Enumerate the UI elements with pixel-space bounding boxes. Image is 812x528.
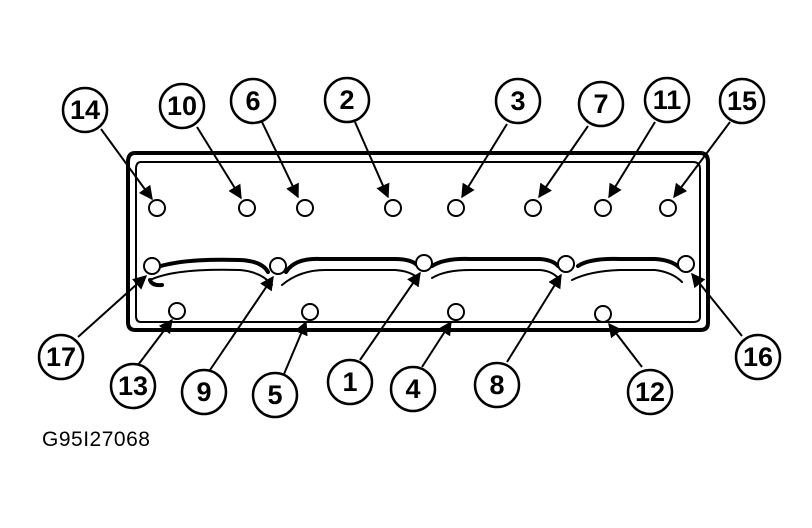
- bolt-hole-9: [269, 257, 287, 275]
- leader-arrow-2: [354, 121, 390, 199]
- callout-6: 6: [229, 77, 277, 125]
- callout-13: 13: [109, 362, 157, 410]
- bolt-hole-8: [557, 255, 575, 273]
- bolt-hole-3: [447, 199, 465, 217]
- callout-16: 16: [734, 333, 782, 381]
- leader-arrow-16: [691, 272, 743, 337]
- svg-text:11: 11: [653, 85, 682, 115]
- bolt-hole-1: [415, 254, 433, 272]
- leader-arrow-4: [421, 320, 452, 368]
- callout-14: 14: [61, 86, 109, 134]
- svg-text:10: 10: [167, 91, 197, 121]
- bolt-hole-12: [594, 305, 612, 323]
- leader-arrow-10: [196, 126, 242, 200]
- leader-arrows: [77, 121, 743, 375]
- bolt-hole-5: [301, 303, 319, 321]
- callout-15: 15: [718, 77, 766, 125]
- callout-4: 4: [389, 365, 437, 413]
- callout-8: 8: [473, 361, 521, 409]
- bolt-hole-7: [524, 199, 542, 217]
- leader-arrow-14: [100, 128, 153, 201]
- figure-id-label: G95I27068: [42, 428, 151, 451]
- leader-arrow-1: [359, 271, 421, 361]
- callouts: 14 10 6 2 3 7 11 15: [37, 76, 782, 419]
- bolt-hole-4: [447, 303, 465, 321]
- svg-text:5: 5: [267, 380, 282, 410]
- svg-text:14: 14: [70, 95, 100, 125]
- bolt-hole-17: [143, 257, 161, 275]
- callout-3: 3: [494, 77, 542, 125]
- callout-7: 7: [577, 80, 625, 128]
- svg-text:15: 15: [727, 86, 757, 116]
- leader-arrow-6: [261, 121, 299, 199]
- leader-arrow-17: [77, 275, 148, 338]
- svg-text:6: 6: [245, 86, 260, 116]
- leader-arrow-9: [209, 275, 274, 371]
- callout-17: 17: [37, 333, 85, 381]
- svg-text:7: 7: [593, 89, 608, 119]
- svg-text:9: 9: [196, 377, 211, 407]
- leader-arrow-15: [673, 121, 731, 199]
- bolt-hole-16: [677, 255, 695, 273]
- callout-5: 5: [251, 371, 299, 419]
- leader-arrow-11: [608, 121, 656, 199]
- bolt-hole-11: [594, 199, 612, 217]
- leader-arrow-3: [461, 123, 508, 199]
- leader-arrow-7: [538, 125, 589, 199]
- svg-text:1: 1: [342, 367, 357, 397]
- leader-arrow-12: [608, 322, 643, 368]
- callout-1: 1: [326, 358, 374, 406]
- bolt-holes: [143, 199, 695, 323]
- bolt-hole-2: [384, 199, 402, 217]
- callout-2: 2: [323, 76, 371, 124]
- bolt-hole-14: [148, 199, 166, 217]
- bolt-hole-10: [238, 199, 256, 217]
- leader-arrow-13: [137, 318, 173, 366]
- callout-10: 10: [158, 82, 206, 130]
- bolt-hole-6: [296, 199, 314, 217]
- svg-text:13: 13: [118, 371, 148, 401]
- cylinder-head-outline: [126, 151, 710, 332]
- combustion-chamber-contour: [148, 256, 683, 288]
- svg-text:2: 2: [339, 85, 354, 115]
- bolt-hole-15: [659, 199, 677, 217]
- svg-text:3: 3: [510, 86, 525, 116]
- leader-arrow-5: [283, 320, 308, 375]
- bolt-hole-13: [168, 302, 186, 320]
- callout-9: 9: [180, 368, 228, 416]
- svg-text:17: 17: [46, 342, 76, 372]
- svg-text:4: 4: [405, 374, 420, 404]
- callout-12: 12: [626, 368, 674, 416]
- callout-11: 11: [643, 76, 691, 124]
- svg-text:8: 8: [489, 370, 504, 400]
- leader-arrow-8: [506, 273, 562, 363]
- svg-text:16: 16: [743, 342, 773, 372]
- svg-text:12: 12: [635, 377, 665, 407]
